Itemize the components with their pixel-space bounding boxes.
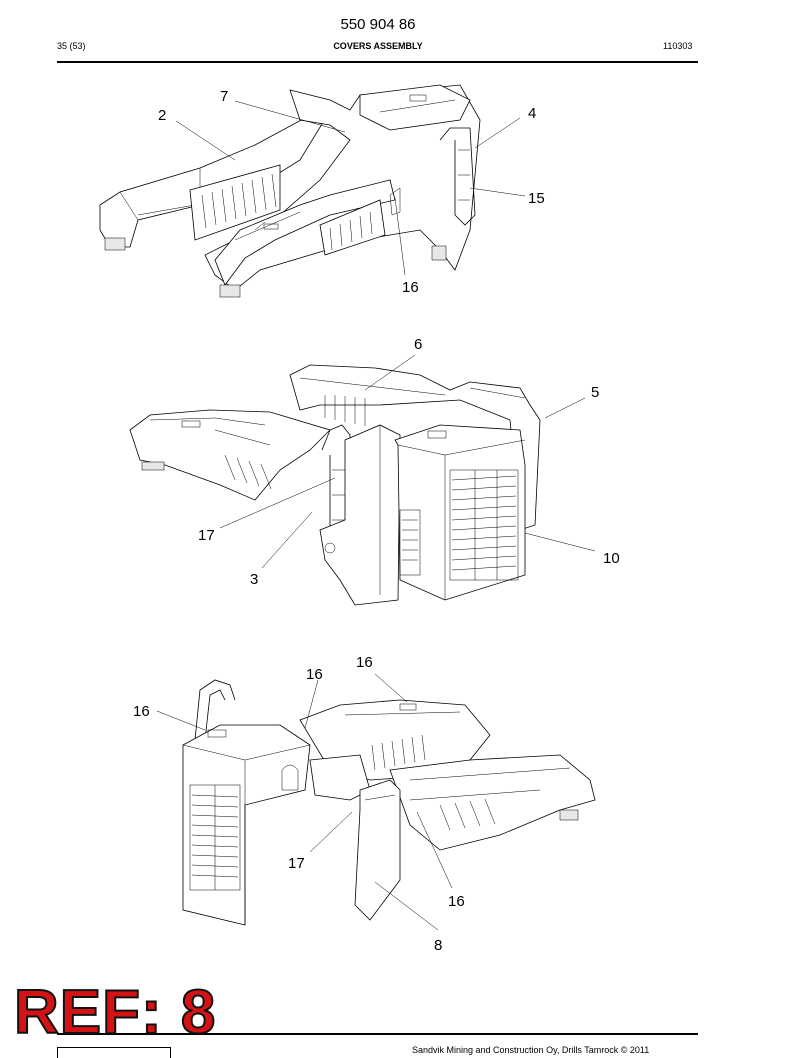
date-code: 110303 xyxy=(663,41,693,51)
callout-4: 4 xyxy=(528,105,536,122)
header-divider xyxy=(57,61,698,63)
callout-10: 10 xyxy=(603,550,620,567)
callout-17: 17 xyxy=(198,527,215,544)
callout-16: 16 xyxy=(133,703,150,720)
document-number: 550 904 86 xyxy=(340,16,416,33)
footer-divider xyxy=(57,1033,698,1035)
callout-16: 16 xyxy=(306,666,323,683)
callout-16: 16 xyxy=(448,893,465,910)
callout-15: 15 xyxy=(528,190,545,207)
footer-copyright: Sandvik Mining and Construction Oy, Dril… xyxy=(412,1045,650,1055)
callout-5: 5 xyxy=(591,384,599,401)
callout-7: 7 xyxy=(220,88,228,105)
view-middle: 6 5 17 3 10 xyxy=(129,336,620,606)
callout-16: 16 xyxy=(356,654,373,671)
callout-8: 8 xyxy=(434,937,442,954)
callout-6: 6 xyxy=(414,336,422,353)
callout-17: 17 xyxy=(288,855,305,872)
callout-2: 2 xyxy=(158,107,166,124)
callout-3: 3 xyxy=(250,571,258,588)
view-top: 7 2 4 15 16 xyxy=(99,84,545,298)
page-number: 35 (53) xyxy=(57,41,86,51)
reference-stamp: REF: 8 xyxy=(13,978,217,1047)
cooler-grid xyxy=(399,469,519,581)
callout-16: 16 xyxy=(402,279,419,296)
section-title: COVERS ASSEMBLY xyxy=(333,41,423,51)
view-bottom: 16 16 16 17 16 8 xyxy=(133,654,596,954)
